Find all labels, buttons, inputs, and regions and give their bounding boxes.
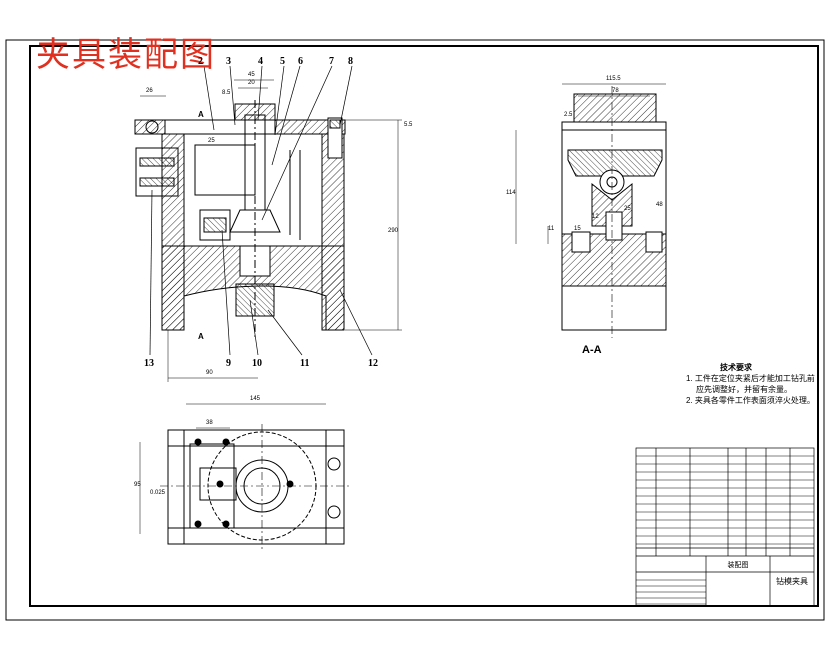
dim-45: 45: [248, 72, 255, 78]
title-block-drawing-name: 钻模夹具: [776, 577, 808, 586]
title-block: [635, 447, 815, 607]
inner-frame: [29, 45, 819, 607]
title-block-assembly-label: 装配图: [727, 562, 749, 569]
section-view: [561, 86, 667, 338]
callout-7: 7: [329, 56, 334, 67]
front-view: [134, 100, 346, 340]
section-mark-bottom: A: [198, 332, 204, 341]
tech-notes-heading: 技术要求: [720, 363, 752, 372]
dim-11: 11: [548, 226, 555, 232]
dim-25: 25: [208, 138, 215, 144]
callout-3: 3: [226, 56, 231, 67]
dim-15: 15: [574, 226, 581, 232]
dim-115-5: 115.5: [606, 76, 621, 82]
callout-10: 10: [252, 358, 262, 369]
dim-0-025: 0.025: [150, 490, 166, 496]
tech-note-2: 应先调整好，并留有余量。: [696, 385, 792, 394]
callout-2: 2: [198, 56, 203, 67]
dim-2-5: 2.5: [564, 112, 573, 118]
plan-view: [160, 424, 352, 550]
dim-12: 12: [592, 214, 599, 220]
dim-90: 90: [206, 370, 213, 376]
dim-78: 78: [612, 88, 619, 94]
front-dimensions: [140, 79, 402, 382]
dim-38: 38: [206, 420, 213, 426]
section-mark-top: A: [198, 110, 204, 119]
section-dimensions: [515, 83, 666, 244]
section-label: A-A: [582, 344, 602, 356]
callout-8: 8: [348, 56, 353, 67]
tech-note-3: 2. 夹具各零件工作表面须淬火处理。: [686, 396, 815, 405]
outer-frame: [5, 39, 825, 621]
callout-13: 13: [144, 358, 154, 369]
dim-5-5: 5.5: [404, 122, 413, 128]
plan-dimensions: [139, 403, 326, 534]
tech-note-1: 1. 工件在定位夹紧后才能加工钻孔前: [686, 374, 815, 383]
dim-95: 95: [134, 482, 141, 488]
dim-8-5: 8.5: [222, 90, 231, 96]
leader-lines: [149, 65, 373, 356]
callout-12: 12: [368, 358, 378, 369]
dim-26: 26: [146, 88, 153, 94]
dim-20: 20: [248, 80, 255, 86]
callout-5: 5: [280, 56, 285, 67]
technical-notes: 技术要求 1. 工件在定位夹紧后才能加工钻孔前 应先调整好，并留有余量。 2. …: [686, 362, 816, 406]
callout-11: 11: [300, 358, 310, 369]
callout-6: 6: [298, 56, 303, 67]
dim-145: 145: [250, 396, 261, 402]
dim-114: 114: [506, 190, 516, 196]
callout-4: 4: [258, 56, 263, 67]
drawing-title: 夹具装配图: [36, 35, 216, 75]
dim-25-side: 25: [624, 206, 631, 212]
callout-9: 9: [226, 358, 231, 369]
dim-290: 290: [388, 228, 399, 234]
dim-48: 48: [656, 202, 663, 208]
title-block-rows: [636, 455, 814, 605]
